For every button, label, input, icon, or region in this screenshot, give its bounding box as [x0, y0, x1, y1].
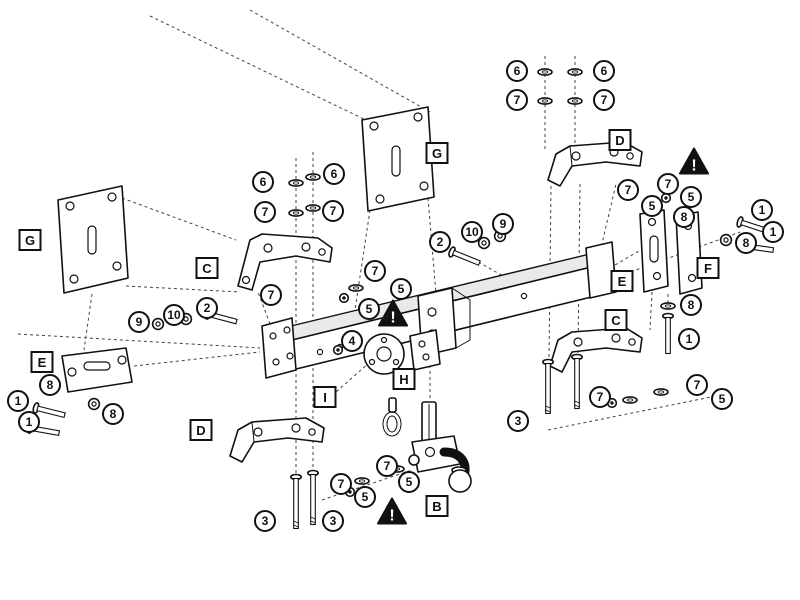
callout-circle-5: 5 [358, 298, 380, 320]
callout-circle-6: 6 [252, 171, 274, 193]
bolt [662, 312, 674, 355]
washer [288, 209, 304, 217]
washer [348, 284, 364, 292]
washer [354, 477, 370, 485]
bolt [570, 353, 584, 410]
bracket-e-left [61, 347, 133, 393]
callout-circle-5: 5 [641, 195, 663, 217]
callout-circle-3: 3 [322, 510, 344, 532]
callout-box-D: D [608, 129, 632, 151]
washer [537, 97, 553, 105]
callout-box-C: C [604, 309, 628, 331]
callout-circle-5: 5 [390, 278, 412, 300]
washer [537, 68, 553, 76]
washer [87, 397, 101, 411]
callout-circle-7: 7 [254, 201, 276, 223]
svg-text:!: ! [691, 158, 696, 175]
socket-plate-i [363, 333, 405, 375]
callout-circle-3: 3 [254, 510, 276, 532]
warning-icon: ! [378, 299, 408, 327]
callout-circle-9: 9 [492, 213, 514, 235]
washer [567, 97, 583, 105]
bracket-d-top-right [547, 141, 643, 187]
callout-box-E: E [30, 351, 54, 373]
washer [719, 233, 733, 247]
bracket-c-left [237, 233, 333, 291]
callout-box-E: E [610, 270, 634, 292]
bolt [289, 473, 303, 530]
callout-circle-3: 3 [507, 410, 529, 432]
callout-circle-8: 8 [39, 374, 61, 396]
callout-circle-7: 7 [589, 386, 611, 408]
washer [305, 173, 321, 181]
callout-circle-5: 5 [354, 486, 376, 508]
callout-circle-8: 8 [680, 294, 702, 316]
callout-circle-7: 7 [376, 455, 398, 477]
callout-circle-4: 4 [341, 330, 363, 352]
callout-box-H: H [392, 368, 416, 390]
callout-circle-5: 5 [398, 471, 420, 493]
callout-circle-1: 1 [751, 199, 773, 221]
bracket-d-bottom-left [229, 417, 325, 463]
callout-circle-7: 7 [686, 374, 708, 396]
bracket-c-right [549, 327, 643, 373]
callout-circle-7: 7 [364, 260, 386, 282]
callout-circle-7: 7 [657, 173, 679, 195]
callout-circle-9: 9 [128, 311, 150, 333]
bolt [446, 245, 483, 269]
callout-circle-2: 2 [429, 231, 451, 253]
washer [151, 317, 165, 331]
callout-circle-2: 2 [196, 297, 218, 319]
callout-circle-5: 5 [680, 186, 702, 208]
callout-circle-7: 7 [593, 89, 615, 111]
callout-circle-10: 10 [163, 304, 185, 326]
callout-box-F: F [696, 257, 720, 279]
callout-circle-1: 1 [7, 390, 29, 412]
washer [653, 388, 669, 396]
mounting-plate-left [57, 185, 129, 294]
washer [660, 302, 676, 310]
svg-text:!: ! [390, 310, 395, 327]
mounting-plate-top [361, 106, 435, 212]
washer [567, 68, 583, 76]
svg-text:!: ! [389, 508, 394, 525]
callout-circle-1: 1 [762, 221, 784, 243]
callout-circle-8: 8 [735, 232, 757, 254]
callout-circle-7: 7 [260, 284, 282, 306]
callout-circle-1: 1 [678, 328, 700, 350]
bolt [306, 469, 320, 526]
callout-circle-7: 7 [617, 179, 639, 201]
washer [305, 204, 321, 212]
bracket-e-right [639, 209, 669, 293]
nut [332, 344, 344, 356]
nut [660, 192, 672, 204]
washer [622, 396, 638, 404]
bracket-h [409, 329, 441, 371]
callout-circle-6: 6 [506, 60, 528, 82]
callout-circle-6: 6 [323, 163, 345, 185]
warning-icon: ! [377, 497, 407, 525]
shackle-ring [382, 397, 402, 437]
callout-circle-7: 7 [506, 89, 528, 111]
callout-box-I: I [313, 386, 337, 408]
callout-circle-7: 7 [330, 473, 352, 495]
callout-circle-8: 8 [673, 206, 695, 228]
callout-circle-10: 10 [461, 221, 483, 243]
towball-assembly [408, 401, 472, 493]
callout-box-G: G [425, 142, 449, 164]
callout-box-B: B [425, 495, 449, 517]
warning-icon: ! [679, 147, 709, 175]
callout-box-G: G [18, 229, 42, 251]
washer [288, 179, 304, 187]
callout-box-C: C [195, 257, 219, 279]
callout-box-D: D [189, 419, 213, 441]
fasteners [25, 68, 775, 530]
callout-circle-1: 1 [18, 411, 40, 433]
callout-circle-6: 6 [593, 60, 615, 82]
nut [338, 292, 350, 304]
callout-circle-8: 8 [102, 403, 124, 425]
callout-circle-5: 5 [711, 388, 733, 410]
callout-circle-7: 7 [322, 200, 344, 222]
